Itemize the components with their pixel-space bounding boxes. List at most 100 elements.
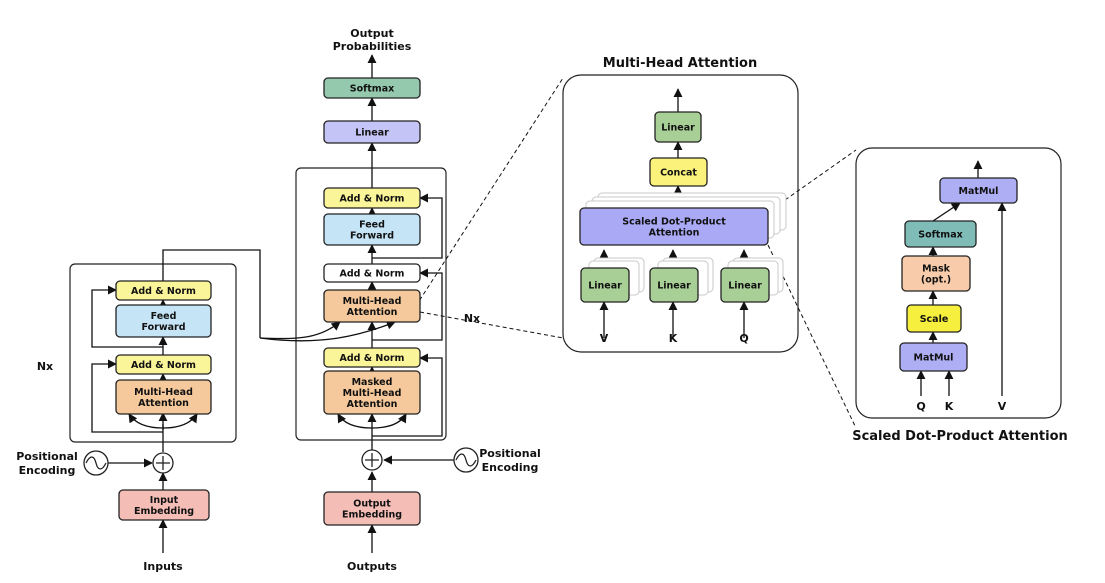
decoder-add-norm-bottom: Add & Norm	[323, 347, 421, 368]
encoder-feed-forward-label: Feed	[151, 311, 177, 322]
mha-linear-q-rect	[720, 267, 770, 303]
mha-linear-top-rect	[654, 111, 702, 143]
edges	[91, 54, 1007, 553]
encoder-feed-forward-label: Forward	[142, 322, 186, 333]
sdpa-matmul-bottom-rect	[899, 342, 968, 372]
decoder-add-norm-top-label: Add & Norm	[340, 194, 405, 205]
linear-box-rect	[323, 120, 421, 144]
mha-concat-label: Concat	[660, 168, 697, 179]
output-probabilities-line2: Probabilities	[333, 40, 412, 53]
sdpa-softmax-label: Softmax	[918, 230, 962, 241]
mha-q-label: Q	[739, 332, 748, 345]
mha-k-label: K	[669, 332, 678, 345]
decoder-add-norm-bottom-label: Add & Norm	[340, 353, 405, 364]
sdpa-scale: Scale	[906, 304, 962, 333]
output-embedding-label: Embedding	[342, 510, 402, 521]
encoder-add-norm-top-rect	[115, 280, 212, 301]
sdpa-matmul-top-label: MatMul	[959, 186, 999, 197]
sdpa-softmax-rect	[904, 220, 977, 248]
positional-encoding-icon-left	[83, 450, 109, 476]
sdpa-mask: Mask(opt.)	[901, 255, 971, 292]
sdpa-matmul-bottom: MatMul	[899, 342, 968, 372]
mha-linear-top-label: Linear	[661, 123, 695, 134]
encoder-add-norm-bottom-label: Add & Norm	[131, 360, 196, 371]
mha-linear-v-label: Linear	[588, 281, 622, 292]
input-embedding-rect	[118, 489, 210, 521]
encoder-multi-head-attention-label: Multi-Head	[134, 387, 193, 398]
decoder-feed-forward-rect	[323, 213, 421, 246]
sdpa-mask-rect	[901, 255, 971, 292]
decoder-positional-line2: Encoding	[482, 461, 539, 474]
mha-panel	[562, 74, 799, 353]
sdpa-matmul-top: MatMul	[939, 177, 1018, 204]
decoder-masked-attention-label: Attention	[347, 399, 398, 410]
encoder-multi-head-attention-rect	[115, 379, 212, 415]
decoder-positional-line1: Positional	[479, 447, 541, 460]
encoder-add-norm-bottom: Add & Norm	[115, 354, 212, 375]
softmax-box-label: Softmax	[350, 84, 394, 95]
input-embedding-label: Embedding	[134, 506, 194, 517]
mha-linear-v-rect	[580, 267, 630, 303]
linear-box-label: Linear	[355, 128, 389, 139]
encoder-block	[69, 263, 237, 443]
sdpa-v-label: V	[998, 400, 1007, 413]
positional-encoding-icon-right	[453, 447, 479, 473]
mha-linear-v: Linear	[580, 267, 630, 303]
decoder-add-norm-mid-label: Add & Norm	[340, 269, 405, 280]
linear-box: Linear	[323, 120, 421, 144]
encoder-positional-line2: Encoding	[19, 464, 76, 477]
sdpa-mask-label: (opt.)	[921, 275, 951, 286]
mha-v-label: V	[600, 332, 609, 345]
sdpa-scale-rect	[906, 304, 962, 333]
sdpa-softmax: Softmax	[904, 220, 977, 248]
mha-title: Multi-Head Attention	[603, 56, 757, 71]
mha-linear-k: Linear	[649, 267, 699, 303]
encoder-add-norm-top: Add & Norm	[115, 280, 212, 301]
decoder-feed-forward-label: Forward	[350, 231, 394, 242]
decoder-block	[295, 167, 447, 441]
mha-linear-top: Linear	[654, 111, 702, 143]
mha-linear-q: Linear	[720, 267, 770, 303]
output-embedding-rect	[323, 491, 421, 526]
sdpa-title: Scaled Dot-Product Attention	[852, 429, 1068, 444]
decoder-add-norm-bottom-rect	[323, 347, 421, 368]
add-circle-icon-decoder	[361, 449, 383, 471]
mha-concat: Concat	[649, 157, 708, 187]
sdpa-matmul-bottom-label: MatMul	[914, 353, 954, 364]
encoder-feed-forward-rect	[115, 304, 212, 338]
encoder-nx-label: Nx	[37, 360, 53, 373]
output-probabilities-line1: Output	[350, 27, 393, 40]
encoder-add-norm-top-label: Add & Norm	[131, 286, 196, 297]
encoder-add-norm-bottom-rect	[115, 354, 212, 375]
mha-sdpa-rect	[579, 207, 769, 246]
mha-sdpa-label: Scaled Dot-Product	[622, 217, 726, 228]
sdpa-scale-label: Scale	[920, 314, 949, 325]
softmax-box-rect	[323, 77, 421, 99]
outputs-label: Outputs	[347, 560, 397, 573]
decoder-feed-forward-label: Feed	[359, 220, 385, 231]
add-circle-icon-encoder	[152, 452, 174, 474]
sdpa-panel	[855, 147, 1062, 419]
decoder-nx-label: Nx	[464, 312, 480, 325]
mha-linear-k-label: Linear	[657, 281, 691, 292]
sdpa-mask-label: Mask	[922, 264, 951, 275]
decoder-add-norm-top: Add & Norm	[323, 187, 421, 209]
decoder-add-norm-top-rect	[323, 187, 421, 209]
mha-linear-q-label: Linear	[728, 281, 762, 292]
sdpa-matmul-top-rect	[939, 177, 1018, 204]
mha-linear-k-rect	[649, 267, 699, 303]
decoder-add-norm-mid: Add & Norm	[323, 263, 421, 283]
mha-sdpa-label: Attention	[649, 228, 700, 239]
encoder-multi-head-attention-label: Attention	[138, 398, 189, 409]
sdpa-q-label: Q	[916, 400, 925, 413]
softmax-box: Softmax	[323, 77, 421, 99]
decoder-cross-attention-rect	[323, 289, 421, 323]
